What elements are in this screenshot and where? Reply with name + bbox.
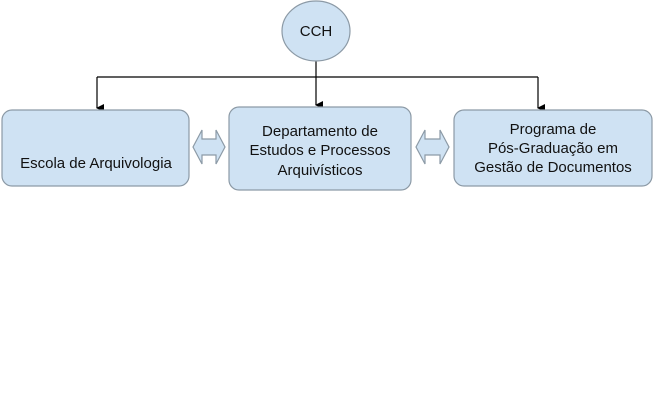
node-cch: CCH <box>281 0 351 62</box>
node-programa-line-1: Programa de <box>510 121 597 138</box>
node-programa-line-3: Gestão de Documentos <box>474 159 632 176</box>
node-escola: Escola de Arquivologia <box>1 109 190 187</box>
double-arrow-right <box>415 129 450 165</box>
node-departamento-line-2: Estudos e Processos <box>250 142 391 159</box>
node-departamento-line-3: Arquivísticos <box>277 162 362 179</box>
node-departamento: Departamento de Estudos e Processos Arqu… <box>228 106 412 191</box>
node-programa: Programa de Pós-Graduação em Gestão de D… <box>453 109 653 187</box>
node-escola-label: Escola de Arquivologia <box>20 155 172 172</box>
double-arrow-left <box>192 129 226 165</box>
node-departamento-line-1: Departamento de <box>262 123 378 140</box>
node-programa-line-2: Pós-Graduação em <box>488 140 618 157</box>
node-cch-label: CCH <box>300 23 333 40</box>
